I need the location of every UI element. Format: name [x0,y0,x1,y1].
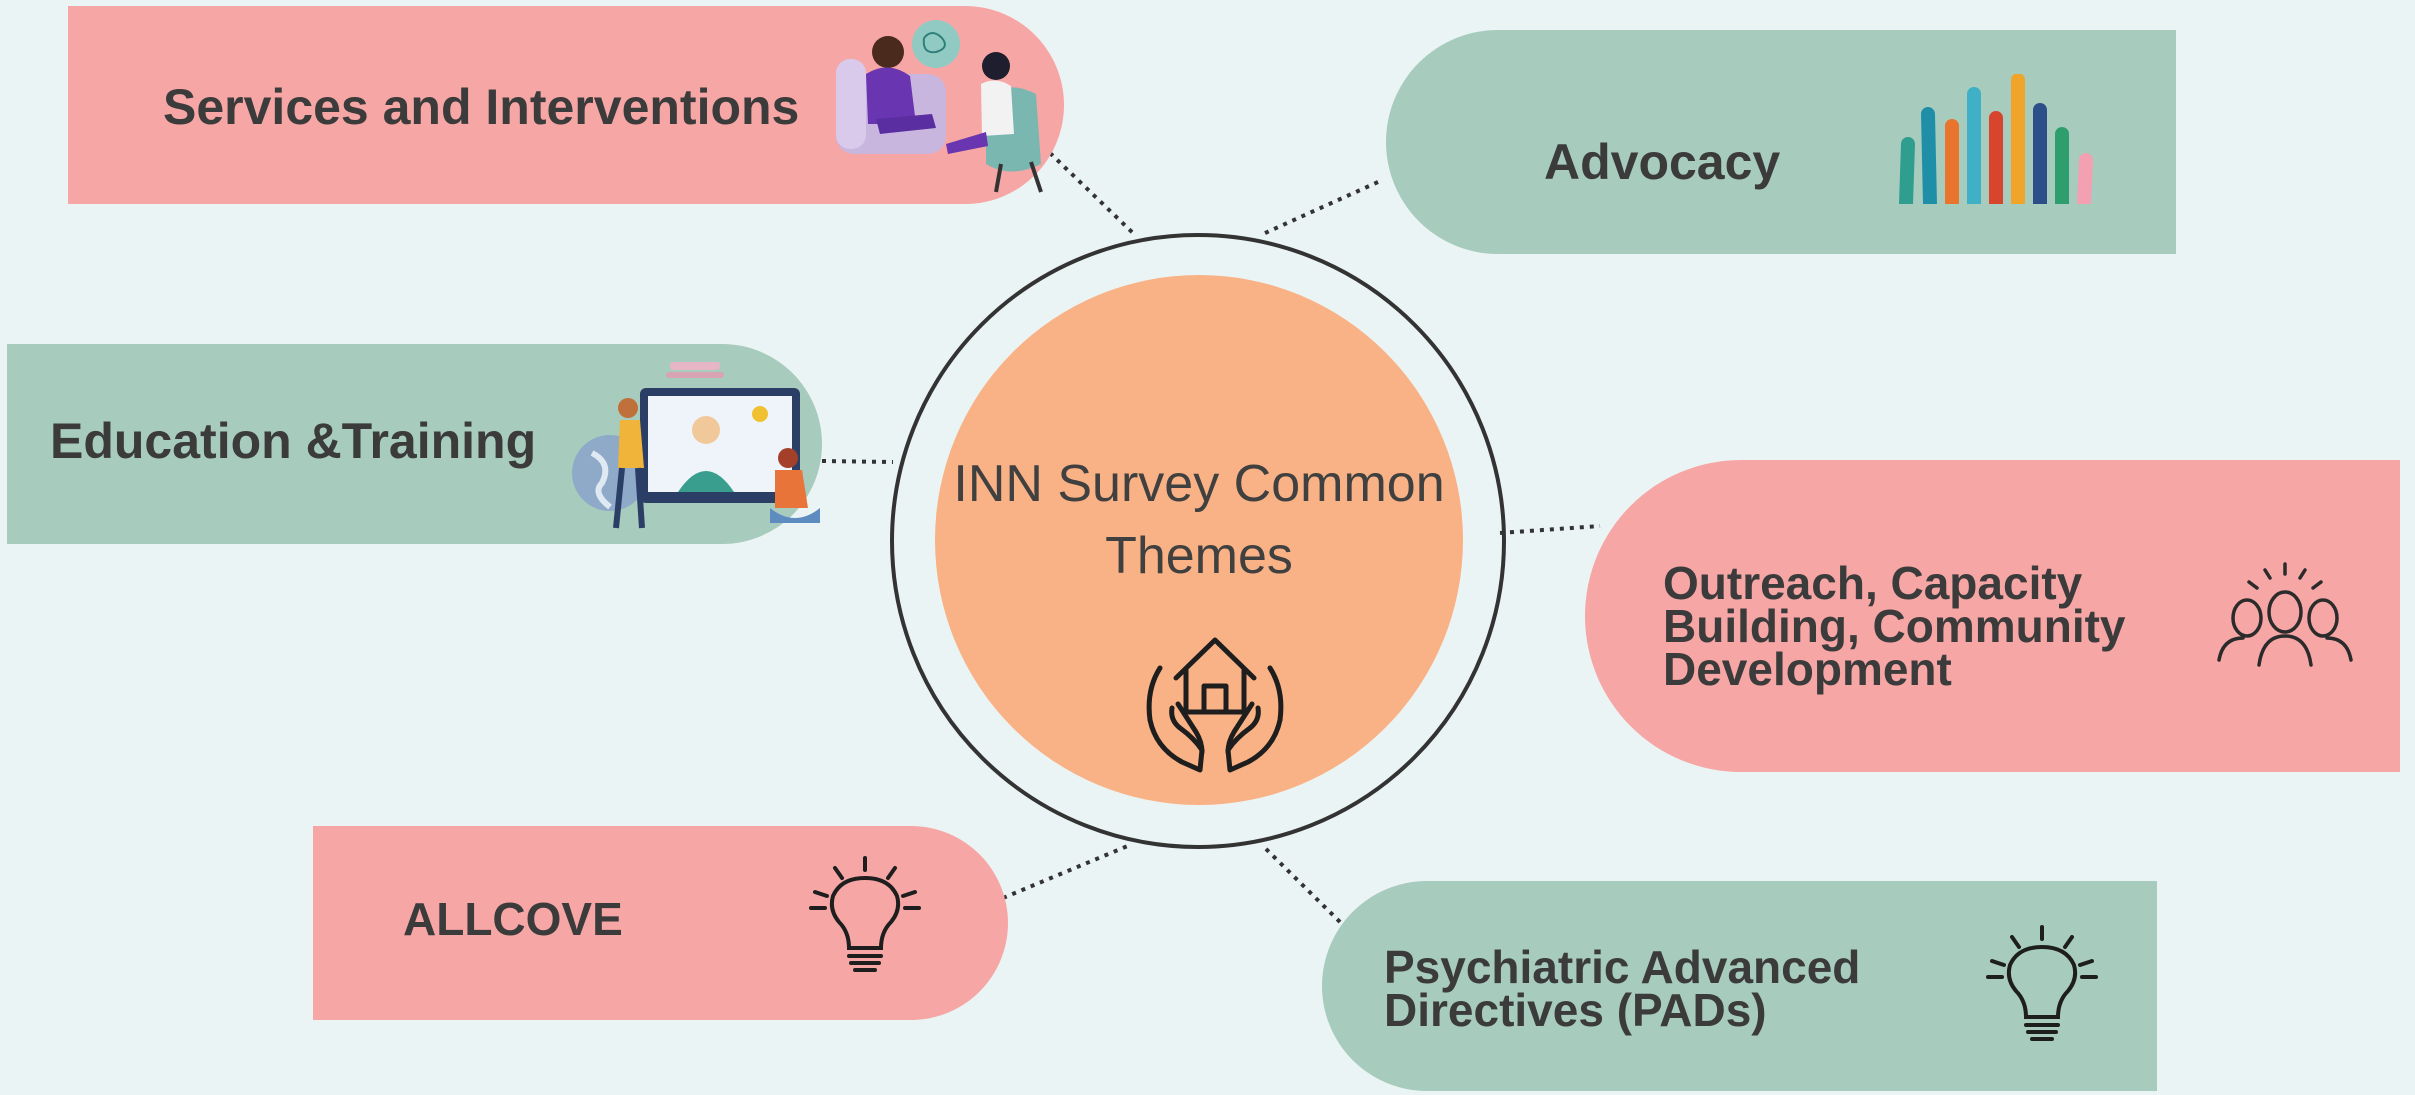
hub-ring [890,233,1506,849]
connector-allcove [1002,843,1131,900]
lightbulb-icon [809,856,921,972]
connector-services [1048,151,1136,236]
connector-pads [1260,843,1342,924]
theme-label: Outreach, Capacity Building, Community D… [1663,557,2126,695]
house-in-hands-icon [1146,637,1284,773]
hub-title: INN Survey Common Themes [935,448,1463,592]
hub-title-line: INN Survey Common [953,455,1445,513]
lightbulb-icon [1986,925,2098,1041]
online-training-illustration [572,362,820,529]
theme-label: Education &Training [50,413,537,469]
theme-label-line: Building, Community [1663,599,2126,652]
hub-circle [935,275,1463,805]
theme-outreach-capacity-building-community-development: Outreach, Capacity Building, Community D… [1585,460,2400,772]
theme-services-and-interventions: Services and Interventions [68,6,1064,204]
raised-hands-illustration [1899,74,2093,204]
theme-label-line: Outreach, Capacity [1663,557,2083,609]
theme-allcove: ALLCOVE [313,826,1008,1020]
theme-label-line: Directives (PADs) [1384,983,1767,1036]
connector-advocacy [1262,180,1379,236]
theme-label: Advocacy [1544,134,1781,190]
theme-label: Psychiatric Advanced Directives (PADs) [1384,941,1861,1036]
theme-label: Services and Interventions [163,79,800,135]
theme-advocacy: Advocacy [1386,30,2176,254]
connector-education [821,459,894,464]
theme-label-line: Development [1663,642,1952,695]
theme-psychiatric-advanced-directives: Psychiatric Advanced Directives (PADs) [1322,881,2157,1091]
therapy-session-illustration [836,20,1043,193]
theme-education-and-training: Education &Training [7,344,822,544]
hub-title-line: Themes [1105,527,1293,585]
theme-label: ALLCOVE [403,893,623,945]
theme-label-line: Psychiatric Advanced [1384,941,1861,993]
connector-outreach [1499,524,1601,535]
community-people-icon [2217,562,2353,667]
